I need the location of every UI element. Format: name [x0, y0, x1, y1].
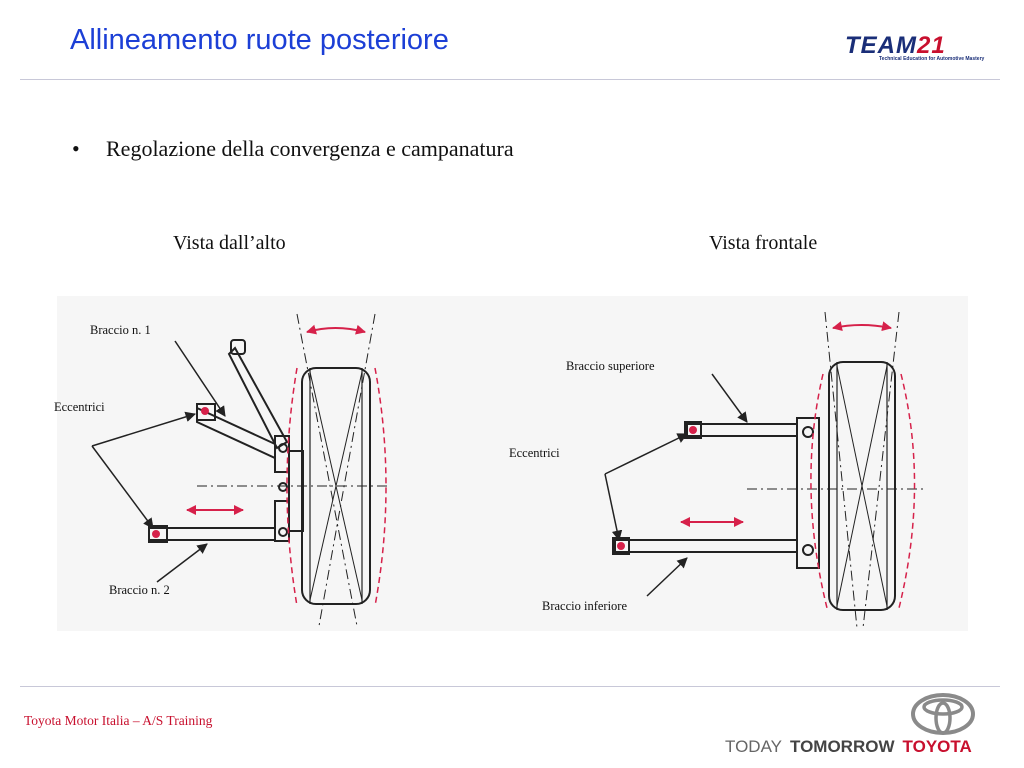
eccentric-dot-lower-front [617, 542, 625, 550]
slogan-brand: TOYOTA [902, 737, 972, 756]
toyota-emblem-icon [911, 693, 975, 735]
caption-top-view: Vista dall’alto [173, 232, 286, 254]
front-view-drawing [612, 311, 927, 629]
bullet-dot-icon: • [72, 136, 80, 161]
toyota-slogan: TODAY TOMORROW TOYOTA [725, 737, 972, 757]
wheel-front-view [828, 361, 896, 611]
label-lower-arm: Braccio inferiore [542, 599, 628, 613]
suspension-diagram: Braccio n. 1 Eccentrici Braccio n. 2 Bra… [54, 296, 968, 631]
label-eccentrics-left: Eccentrici [54, 400, 105, 414]
upper-arm [686, 423, 798, 437]
logo-number: 21 [917, 32, 946, 59]
team21-logo: TEAM21 Technical Education for Automotiv… [845, 32, 995, 68]
logo-word: TEAM [845, 32, 917, 59]
slogan-today: TODAY [725, 737, 782, 756]
eccentric-dot-upper-front [689, 426, 697, 434]
top-view-drawing [148, 313, 387, 627]
label-arm-1: Braccio n. 1 [90, 323, 151, 337]
logo-tagline: Technical Education for Automotive Maste… [879, 56, 985, 62]
label-upper-arm: Braccio superiore [566, 359, 655, 373]
bullet-item: • Regolazione della convergenza e campana… [72, 136, 514, 162]
slide-title: Allineamento ruote posteriore [70, 24, 449, 56]
label-eccentrics-right: Eccentrici [509, 446, 560, 460]
header-divider [20, 79, 1000, 80]
arm-1 [196, 406, 276, 460]
bullet-text: Regolazione della convergenza e campanat… [106, 136, 514, 161]
slogan-tomorrow: TOMORROW [790, 737, 895, 756]
diagram-drawing [91, 311, 927, 629]
lower-arm [614, 539, 798, 553]
eccentric-dot-upper [201, 407, 209, 415]
footer-text: Toyota Motor Italia – A/S Training [24, 713, 213, 728]
eccentric-dot-lower [152, 530, 160, 538]
label-arm-2: Braccio n. 2 [109, 583, 170, 597]
caption-front-view: Vista frontale [709, 232, 818, 254]
footer-divider [20, 686, 1000, 687]
